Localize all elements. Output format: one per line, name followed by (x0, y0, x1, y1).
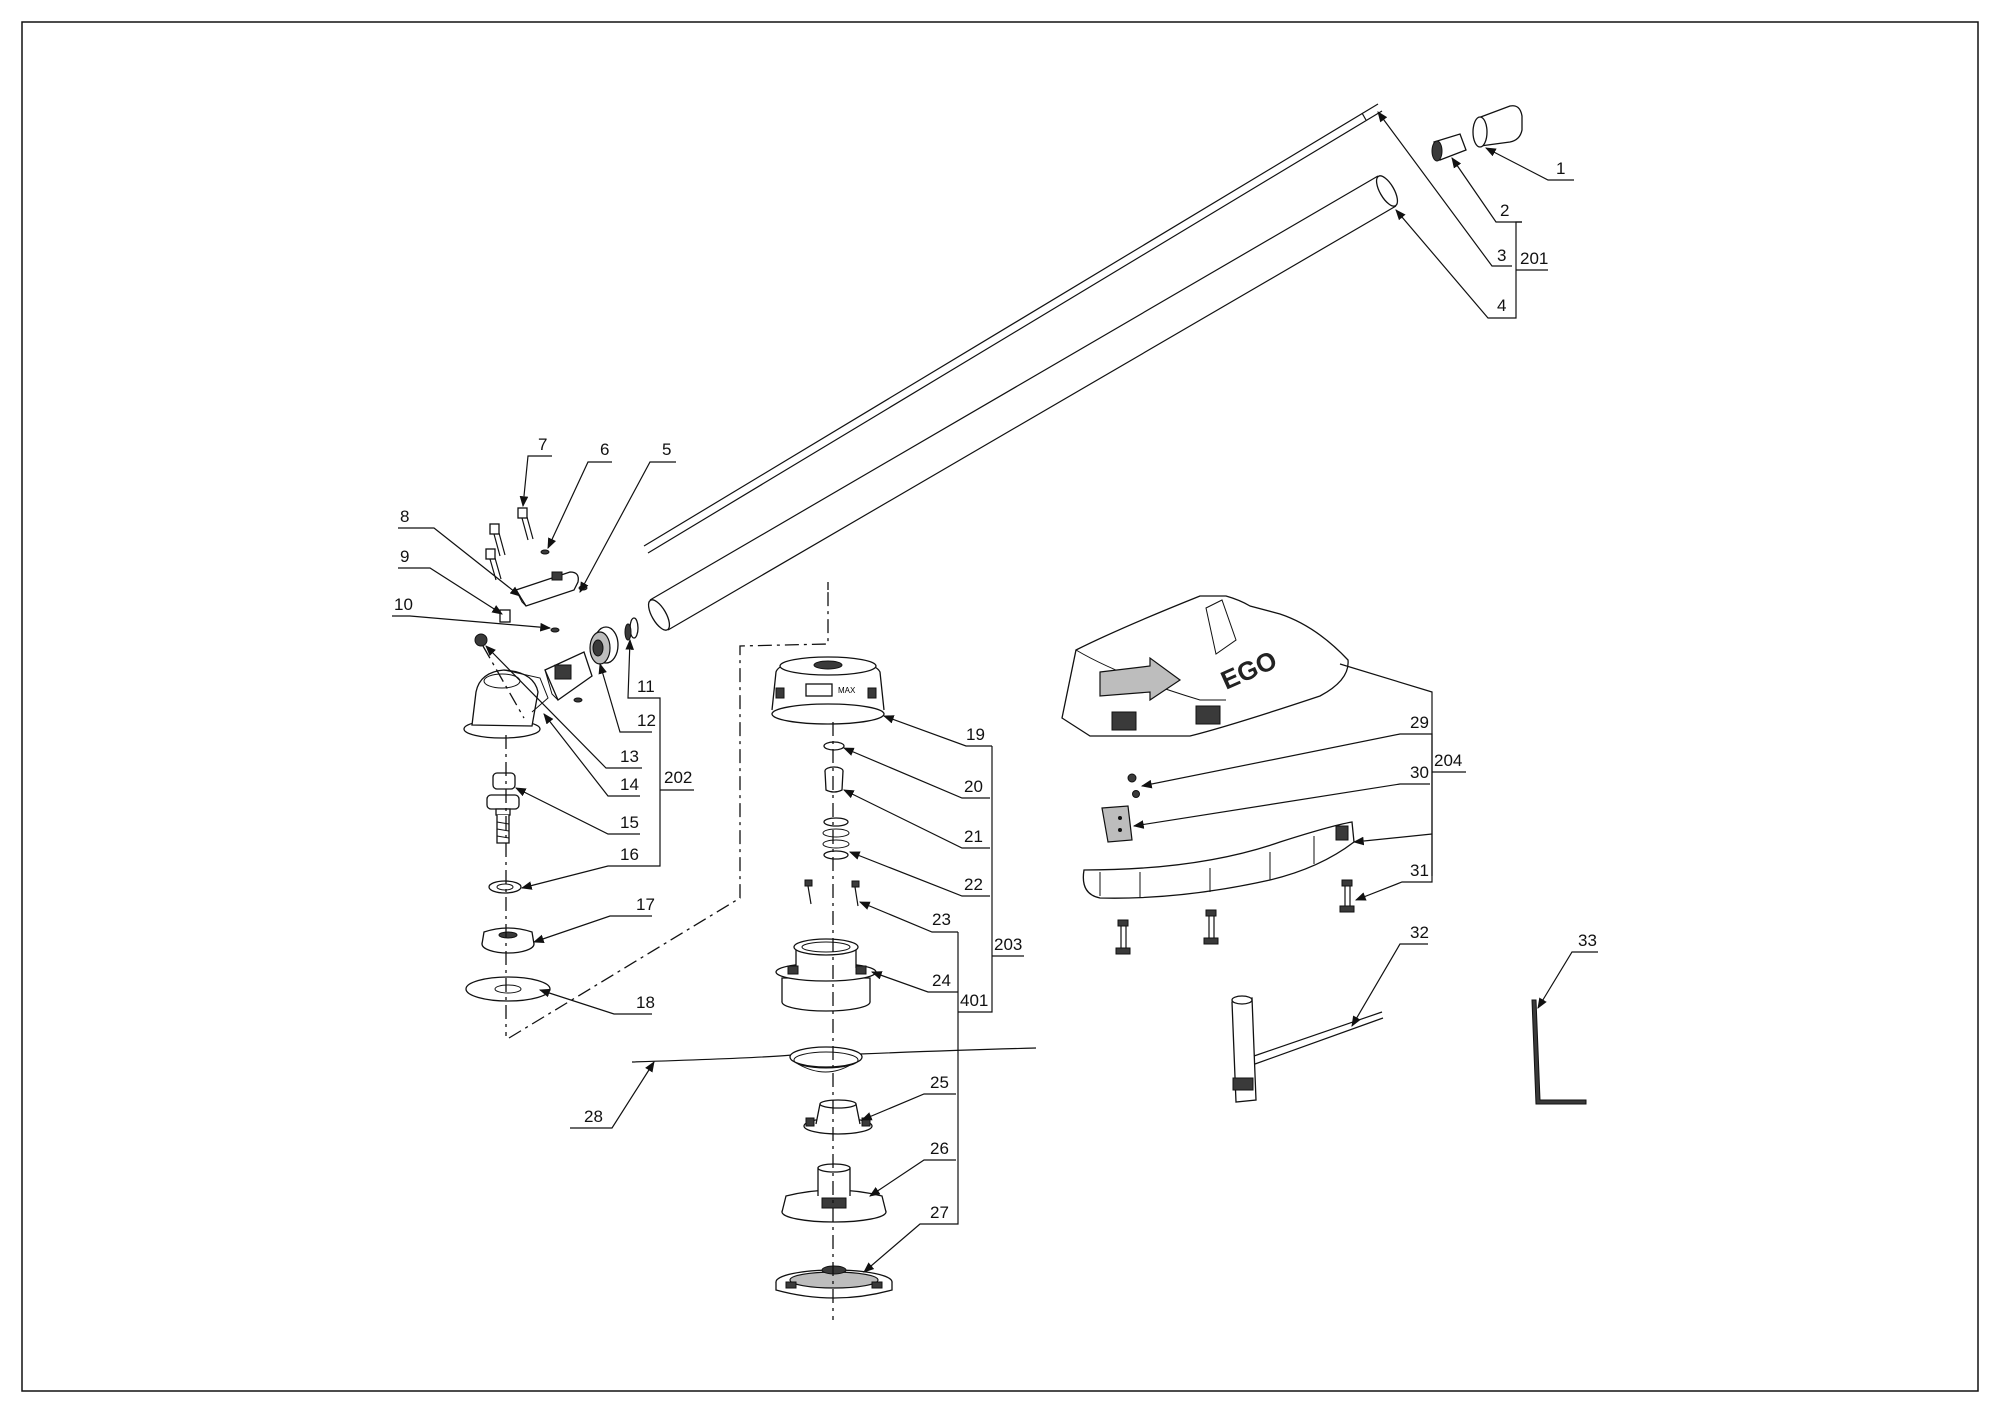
label-3: 3 (1497, 246, 1506, 265)
guard-part: EGO (1061, 595, 1349, 737)
flange-part (481, 927, 535, 954)
bump-knob-part (775, 1265, 893, 1299)
socket-wrench-tool (1231, 995, 1384, 1103)
label-19: 19 (966, 725, 985, 744)
end-cap-part (1472, 105, 1523, 148)
guard-extension-part (1082, 821, 1355, 899)
assembly-path-line (508, 590, 829, 1039)
label-15: 15 (620, 813, 639, 832)
line-cutter-blade-part (1101, 805, 1133, 843)
label-5: 5 (662, 440, 671, 459)
nut-9-part (499, 609, 511, 623)
screw-31-c (1339, 879, 1355, 913)
clamp-part (515, 571, 579, 607)
screw-23-a (804, 879, 813, 905)
label-21: 21 (964, 827, 983, 846)
spring-part (822, 817, 850, 860)
label-1: 1 (1556, 159, 1565, 178)
spool-cover-part: MAX (771, 656, 885, 725)
label-29: 29 (1410, 713, 1429, 732)
label-22: 22 (964, 875, 983, 894)
clip-20-part (823, 741, 845, 751)
gear-head-part (463, 669, 549, 739)
label-4: 4 (1497, 296, 1506, 315)
gear-housing-part (544, 651, 593, 701)
drive-shaft (643, 103, 1383, 554)
label-17: 17 (636, 895, 655, 914)
label-27: 27 (930, 1203, 949, 1222)
spool-hub-part (803, 1099, 873, 1135)
label-33: 33 (1578, 931, 1597, 950)
label-23: 23 (932, 910, 951, 929)
group-201: 201 (1520, 249, 1548, 268)
screw-23-b (851, 880, 860, 907)
label-24: 24 (932, 971, 951, 990)
screw-31-a (1115, 919, 1131, 955)
label-20: 20 (964, 777, 983, 796)
label-6: 6 (600, 440, 609, 459)
label-25: 25 (930, 1073, 949, 1092)
screw-29-part (1127, 773, 1140, 798)
label-7: 7 (538, 435, 547, 454)
washer-6-a (540, 549, 550, 555)
spool-marking-text: MAX (838, 686, 856, 695)
bolt-10-part (474, 633, 488, 647)
group-202: 202 (664, 768, 692, 787)
bearing-part (589, 626, 619, 665)
eyelet-part (824, 766, 844, 793)
label-2: 2 (1500, 201, 1509, 220)
outer-tube (647, 175, 1399, 631)
group-204: 204 (1434, 751, 1462, 770)
group-203: 203 (994, 935, 1022, 954)
label-12: 12 (637, 711, 656, 730)
washer-16-part (488, 880, 522, 894)
hex-key-tool (1531, 999, 1587, 1105)
ring-11-b (624, 623, 632, 641)
label-9: 9 (400, 547, 409, 566)
screw-7-b (489, 523, 506, 557)
drawing-frame (21, 21, 1979, 1392)
screw-31-b (1203, 909, 1219, 945)
spool-part (775, 938, 877, 1012)
label-13: 13 (620, 747, 639, 766)
screw-7-a (517, 507, 534, 541)
label-26: 26 (930, 1139, 949, 1158)
label-31: 31 (1410, 861, 1429, 880)
head-housing-part (781, 1163, 887, 1223)
label-16: 16 (620, 845, 639, 864)
spindle-part (486, 772, 520, 844)
label-14: 14 (620, 775, 639, 794)
label-28: 28 (584, 1107, 603, 1126)
label-30: 30 (1410, 763, 1429, 782)
bushing-part (1431, 133, 1467, 162)
label-11: 11 (637, 677, 655, 696)
label-10: 10 (394, 595, 413, 614)
label-18: 18 (636, 993, 655, 1012)
trimmer-line-part (631, 1046, 1037, 1073)
label-8: 8 (400, 507, 409, 526)
washer-6-c (550, 627, 560, 633)
disc-part (465, 976, 551, 1002)
label-32: 32 (1410, 923, 1429, 942)
group-401: 401 (960, 991, 988, 1010)
washer-6-d (573, 697, 583, 703)
